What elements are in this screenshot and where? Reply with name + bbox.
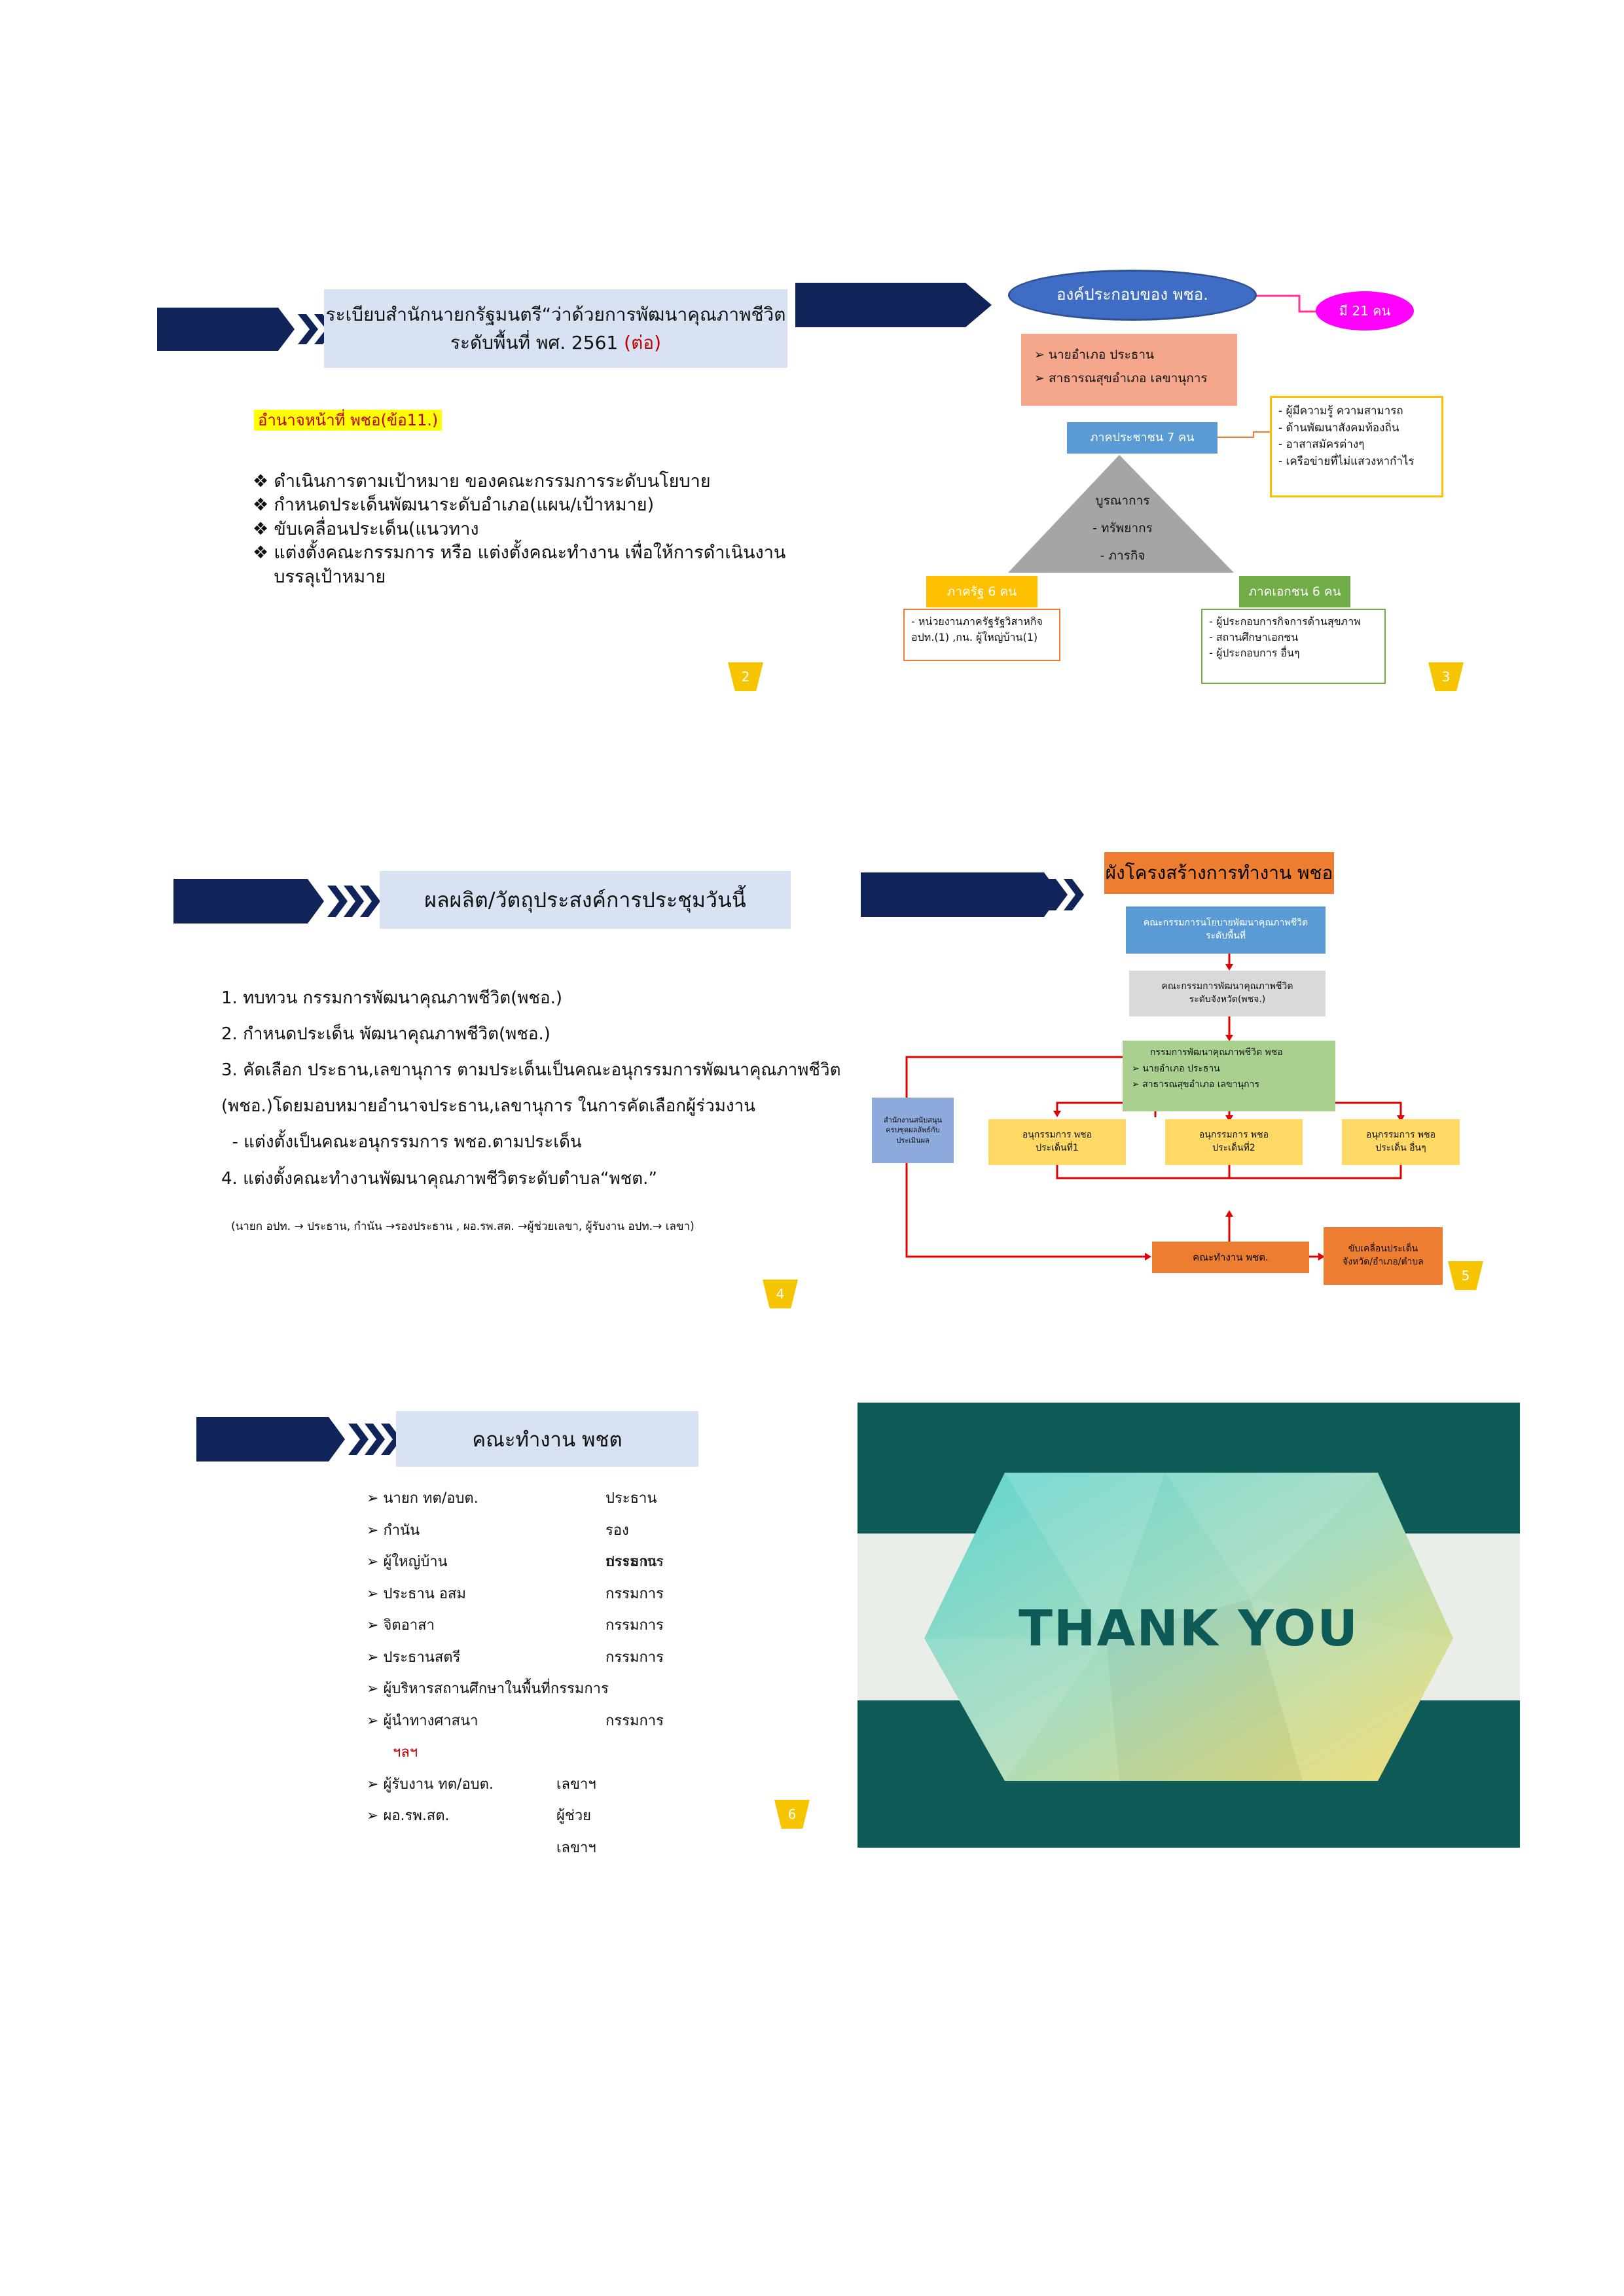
chevron-arrows (291, 879, 380, 924)
drive-issue-box: ขับเคลื่อนประเด็นจังหวัด/อำเภอ/ตำบล (1324, 1227, 1443, 1285)
list-item: (พชอ.)โดยมอบหมายอำนาจประธาน,เลขานุการ ใน… (221, 1096, 755, 1117)
arrow-bullet-icon: ➢ (1132, 1063, 1143, 1074)
table-row: ➢ ประธาน อสมกรรมการ (367, 1585, 664, 1602)
hexagon-graphic (924, 1473, 1453, 1781)
title-suffix: (ต่อ) (624, 332, 662, 353)
gov-sector-list: - หน่วยงานภาครัฐรัฐวิสาหกิจ อปท.(1) ,กน.… (903, 609, 1060, 661)
list-item-cont: บรรลุเป้าหมาย (274, 566, 386, 587)
member-table: ➢ นายก ทต/อบต.ประธาน ➢ กำนันรองประธาน ➢ … (367, 1483, 664, 1856)
gov-sector-label: ภาครัฐ 6 คน (926, 576, 1038, 607)
slide-6: คณะทำงาน พชต ➢ นายก ทต/อบต.ประธาน ➢ กำนั… (190, 1388, 831, 1859)
slide-2: ระเบียบสำนักนายกรัฐมนตรี“ว่าด้วยการพัฒนา… (157, 262, 799, 707)
province-committee-box: คณะกรรมการพัฒนาคุณภาพชีวิตระดับจังหวัด(พ… (1129, 971, 1326, 1016)
list-item: ➢ นายอำเภอ ประธาน (1034, 348, 1155, 362)
slide-title: ระเบียบสำนักนายกรัฐมนตรี“ว่าด้วยการพัฒนา… (324, 289, 787, 368)
list-item: 4. แต่งตั้งคณะทำงานพัฒนาคุณภาพชีวิตระดับ… (221, 1168, 657, 1189)
slide-5: ผังโครงสร้างการทำงาน พชอ คณะกรรมการนโยบา… (825, 841, 1486, 1299)
etc-label: ฯลฯ (393, 1744, 418, 1761)
list-item: - แต่งตั้งเป็นคณะอนุกรรมการ พชอ.ตามประเด… (221, 1132, 582, 1153)
table-row: ➢ ผู้รับงาน ทต/อบต.เลขาฯ (367, 1776, 596, 1793)
table-row: ➢ ผู้บริหารสถานศึกษาในพื้นที่กรรมการ (367, 1681, 609, 1697)
list-item: ❖ดำเนินการตามเป้าหมาย ของคณะกรรมการระดับ… (253, 470, 785, 493)
list-item: ❖แต่งตั้งคณะกรรมการ หรือ แต่งตั้งคณะทำงา… (253, 541, 785, 565)
arrow-bullet-icon: ➢ (367, 1808, 384, 1824)
arrow-bullet-icon: ➢ (367, 1522, 384, 1539)
list-item: ❖ขับเคลื่อนประเด็น(แนวทาง (253, 518, 785, 541)
arrow-bullet-icon: ➢ (367, 1490, 384, 1507)
diamond-bullet-icon: ❖ (253, 495, 269, 516)
list-item: ➢ สาธารณสุขอำเภอ เลขานุการ (1132, 1079, 1259, 1090)
objective-list: 1. ทบทวน กรรมการพัฒนาคุณภาพชีวิต(พชอ.) 2… (221, 980, 841, 1197)
arrow-bullet-icon: ➢ (367, 1617, 384, 1634)
table-row: ➢ ผู้ใหญ่บ้านกรรมการ (367, 1554, 664, 1570)
page-number: 5 (1448, 1261, 1483, 1290)
slide-4: ผลผลิต/วัตถุประสงค์การประชุมวันนี้ 1. ทบ… (164, 854, 841, 1332)
footnote: (นายก อปท. → ประธาน, กำนัน →รองประธาน , … (231, 1220, 695, 1233)
list-item: 3. คัดเลือก ประธาน,เลขานุการ ตามประเด็นเ… (221, 1060, 841, 1081)
subcommittee-2-box: อนุกรรมการ พชอประเด็นที่2 (1165, 1119, 1303, 1165)
list-item: ❖กำหนดประเด็นพัฒนาระดับอำเภอ(แผน/เป้าหมา… (253, 493, 785, 517)
slide-title: ผลผลิต/วัตถุประสงค์การประชุมวันนี้ (380, 871, 791, 929)
title-line-1: ระเบียบสำนักนายกรัฐมนตรี“ว่าด้วยการพัฒนา… (325, 303, 786, 325)
arrow-bullet-icon: ➢ (367, 1585, 384, 1602)
list-item: 1. ทบทวน กรรมการพัฒนาคุณภาพชีวิต(พชอ.) (221, 988, 563, 1008)
slide-3: องค์ประกอบของ พชอ. มี 21 คน ➢ นายอำเภอ ป… (795, 262, 1489, 707)
diamond-bullet-icon: ❖ (253, 518, 269, 539)
diamond-bullet-icon: ❖ (253, 471, 269, 492)
list-item: ➢ นายอำเภอ ประธาน (1132, 1063, 1220, 1074)
arrow-bullet-icon: ➢ (367, 1649, 384, 1666)
thank-you-text: THANK YOU (1019, 1599, 1359, 1657)
diamond-bullet-icon: ❖ (253, 543, 269, 564)
arrow-bullet-icon: ➢ (1034, 348, 1049, 362)
list-item: 2. กำหนดประเด็น พัฒนาคุณภาพชีวิต(พชอ.) (221, 1024, 550, 1045)
table-row: ➢ จิตอาสากรรมการ (367, 1617, 664, 1634)
civil-sector-list: - ผู้มีความรู้ ความสามารถ - ด้านพัฒนาสัง… (1270, 396, 1443, 497)
arrow-bullet-icon: ➢ (1034, 371, 1049, 386)
connector-lines (795, 283, 1319, 573)
composition-oval: องค์ประกอบของ พชอ. (1008, 270, 1257, 321)
table-row: ➢ กำนันรองประธาน (367, 1522, 657, 1571)
arrow-bullet-icon: ➢ (367, 1554, 384, 1570)
member-count-badge: มี 21 คน (1316, 291, 1414, 331)
table-row: ➢ ผู้นำทางศาสนากรรมการ (367, 1712, 664, 1729)
policy-committee-box: คณะกรรมการนโยบายพัฒนาคุณภาพชีวิตระดับพื้… (1126, 906, 1326, 954)
slide-7-thank-you: THANK YOU (857, 1403, 1520, 1848)
chair-secretary-box: ➢ นายอำเภอ ประธาน ➢ สาธารณสุขอำเภอ เลขาน… (1021, 334, 1237, 406)
header-bar (173, 879, 291, 924)
slide-title: ผังโครงสร้างการทำงาน พชอ (1103, 851, 1335, 895)
page-number: 4 (763, 1280, 798, 1308)
private-sector-label: ภาคเอกชน 6 คน (1239, 576, 1350, 607)
page-number: 3 (1428, 662, 1464, 691)
bullet-list: ❖ดำเนินการตามเป้าหมาย ของคณะกรรมการระดับ… (253, 470, 785, 589)
arrow-bullet-icon: ➢ (367, 1712, 384, 1729)
page-number: 2 (728, 662, 763, 691)
private-sector-list: - ผู้ประกอบการกิจการด้านสุขภาพ - สถานศึก… (1201, 609, 1386, 684)
header-bar (157, 308, 262, 351)
highlight-label: อำนาจหน้าที่ พชอ(ข้อ11.) (254, 407, 442, 433)
district-committee-box: กรรมการพัฒนาคุณภาพชีวิต พชอ ➢ นายอำเภอ ป… (1123, 1041, 1335, 1111)
list-item: ➢ สาธารณสุขอำเภอ เลขานุการ (1034, 371, 1208, 386)
working-team-box: คณะทำงาน พชต. (1152, 1242, 1309, 1273)
table-row: ➢ ผอ.รพ.สต.ผู้ช่วย เลขาฯ (367, 1808, 596, 1856)
integration-triangle-text: บูรณาการ - ทรัพยากร - ภารกิจ (1092, 493, 1153, 563)
header-bar (196, 1417, 313, 1462)
subcommittee-1-box: อนุกรรมการ พชอประเด็นที่1 (988, 1119, 1126, 1165)
arrow-bullet-icon: ➢ (367, 1776, 384, 1793)
slide-title: คณะทำงาน พชต (396, 1411, 698, 1467)
subcommittee-other-box: อนุกรรมการ พชอประเด็น อื่นๆ (1342, 1119, 1460, 1165)
support-office-box: สำนักงานสนับสนุนครบชุดผลลัพธ์กับประเมินผ… (872, 1098, 954, 1163)
arrow-bullet-icon: ➢ (1132, 1079, 1143, 1090)
civil-sector-label: ภาคประชาชน 7 คน (1067, 422, 1218, 454)
arrow-bullet-icon: ➢ (367, 1681, 384, 1697)
title-line-2: ระดับพื้นที่ พศ. 2561 (ต่อ) (450, 332, 662, 353)
table-row: ➢ ประธานสตรีกรรมการ (367, 1649, 664, 1666)
table-row: ➢ นายก ทต/อบต.ประธาน (367, 1490, 657, 1507)
